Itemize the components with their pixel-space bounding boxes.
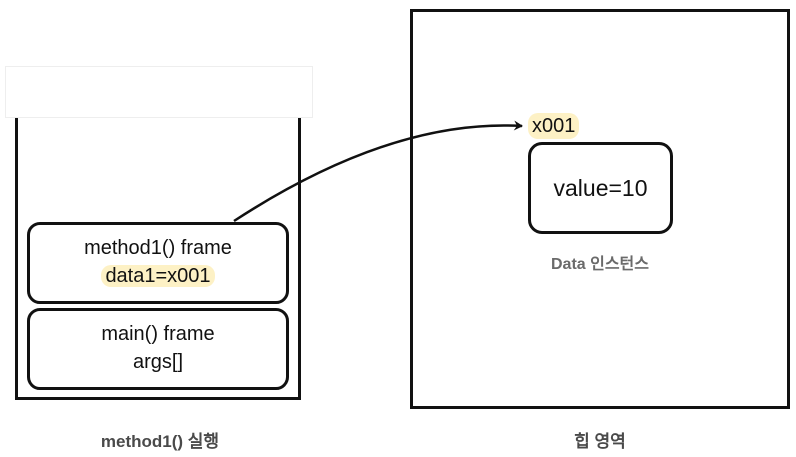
instance-address: x001 xyxy=(528,113,580,139)
data-instance: value=10 xyxy=(528,142,673,234)
instance-value: value=10 xyxy=(553,174,648,201)
data1-reference: data1=x001 xyxy=(101,265,215,287)
instance-caption: Data 인스턴스 xyxy=(550,256,649,273)
main-frame: main() frame args[] xyxy=(27,308,289,390)
stack-top-opening xyxy=(5,66,313,118)
main-frame-title: main() frame xyxy=(101,323,215,345)
heap-caption: 힙 영역 xyxy=(574,432,626,451)
stack-area xyxy=(15,118,301,400)
method1-frame: method1() frame data1=x001 xyxy=(27,222,289,304)
args-variable: args[] xyxy=(132,351,184,373)
method1-frame-title: method1() frame xyxy=(84,237,232,259)
stack-caption: method1() 실행 xyxy=(100,432,220,451)
